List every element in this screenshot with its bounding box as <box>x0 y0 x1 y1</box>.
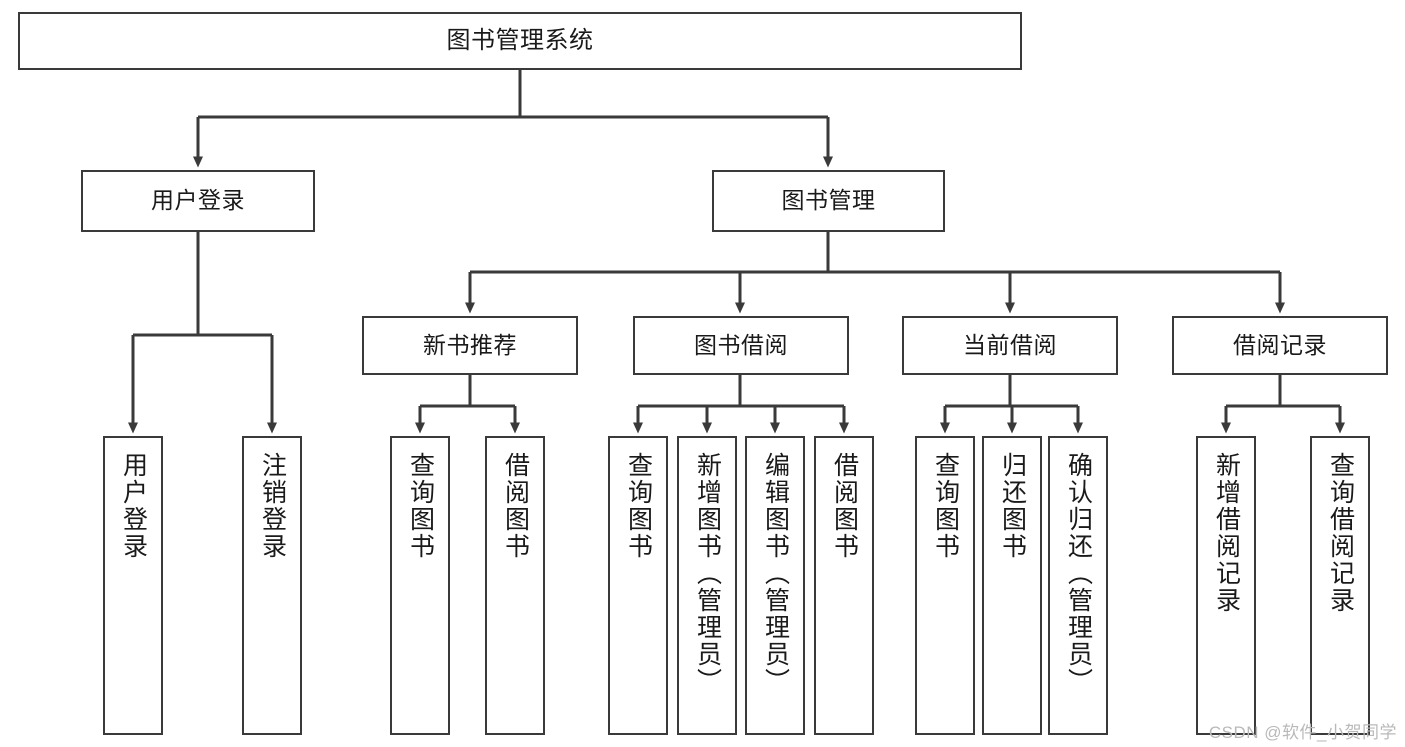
leaf-label: 用户登录 <box>119 452 148 560</box>
leaf-book-borrow-borrow[interactable]: 借阅图书 <box>814 436 874 735</box>
node-book-management[interactable]: 图书管理 <box>712 170 945 232</box>
leaf-label: 新增借阅记录 <box>1212 452 1241 614</box>
leaf-current-borrow-confirm-return[interactable]: 确认归还（管理员） <box>1048 436 1108 735</box>
leaf-borrow-record-query[interactable]: 查询借阅记录 <box>1310 436 1370 735</box>
leaf-label: 查询图书 <box>931 452 960 560</box>
node-book-management-label: 图书管理 <box>781 187 876 214</box>
leaf-current-borrow-return[interactable]: 归还图书 <box>982 436 1042 735</box>
leaf-label: 查询图书 <box>406 452 435 560</box>
leaf-current-borrow-query[interactable]: 查询图书 <box>915 436 975 735</box>
leaf-label: 借阅图书 <box>830 452 859 560</box>
leaf-label: 注销登录 <box>258 452 287 560</box>
leaf-label: 借阅图书 <box>501 452 530 560</box>
node-current-borrow-label: 当前借阅 <box>963 331 1057 358</box>
leaf-new-book-borrow[interactable]: 借阅图书 <box>485 436 545 735</box>
leaf-user-login-login[interactable]: 用户登录 <box>103 436 163 735</box>
leaf-book-borrow-add[interactable]: 新增图书（管理员） <box>677 436 737 735</box>
leaf-book-borrow-edit[interactable]: 编辑图书（管理员） <box>745 436 805 735</box>
watermark: CSDN @软件_小贺同学 <box>1208 723 1397 742</box>
leaf-label: 确认归还（管理员） <box>1064 452 1093 695</box>
node-borrow-record[interactable]: 借阅记录 <box>1172 316 1388 375</box>
node-book-borrow-label: 图书借阅 <box>694 331 788 358</box>
leaf-label: 查询借阅记录 <box>1326 452 1355 614</box>
node-current-borrow[interactable]: 当前借阅 <box>902 316 1118 375</box>
leaf-user-login-logout[interactable]: 注销登录 <box>242 436 302 735</box>
leaf-label: 新增图书（管理员） <box>693 452 722 695</box>
leaf-new-book-query[interactable]: 查询图书 <box>390 436 450 735</box>
node-root-label: 图书管理系统 <box>446 26 594 54</box>
node-user-login[interactable]: 用户登录 <box>81 170 315 232</box>
leaf-label: 归还图书 <box>998 452 1027 560</box>
leaf-label: 编辑图书（管理员） <box>761 452 790 695</box>
leaf-label: 查询图书 <box>624 452 653 560</box>
node-book-borrow[interactable]: 图书借阅 <box>633 316 849 375</box>
node-root[interactable]: 图书管理系统 <box>18 12 1022 70</box>
node-user-login-label: 用户登录 <box>151 187 245 214</box>
node-new-book-recommend-label: 新书推荐 <box>423 331 517 358</box>
leaf-book-borrow-query[interactable]: 查询图书 <box>608 436 668 735</box>
node-borrow-record-label: 借阅记录 <box>1233 331 1327 358</box>
node-new-book-recommend[interactable]: 新书推荐 <box>362 316 578 375</box>
leaf-borrow-record-add[interactable]: 新增借阅记录 <box>1196 436 1256 735</box>
